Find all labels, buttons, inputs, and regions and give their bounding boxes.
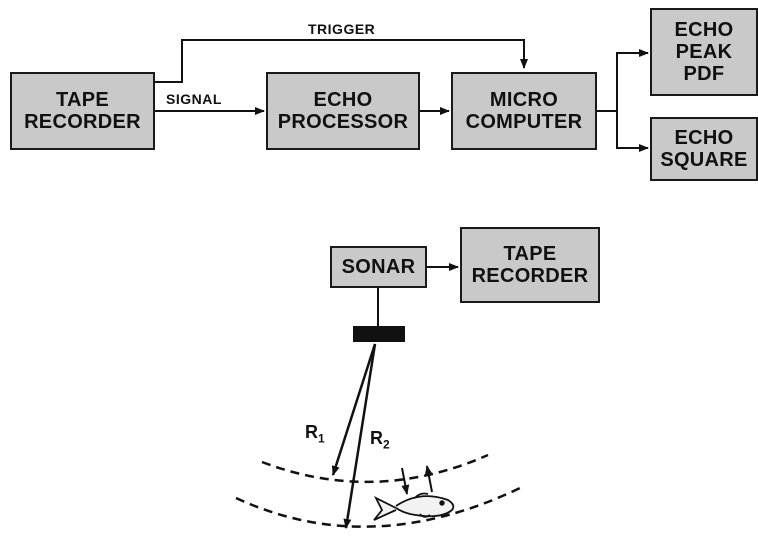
trigger-label: TRIGGER [308, 21, 375, 37]
echo-square-box: ECHO SQUARE [650, 117, 758, 181]
micro-computer-box: MICRO COMPUTER [451, 72, 597, 150]
r2-subscript: 2 [383, 438, 390, 452]
range-arc-1 [262, 455, 488, 482]
echo-peak-pdf-box: ECHO PEAK PDF [650, 8, 758, 96]
r2-label: R2 [370, 428, 390, 452]
sonar-box: SONAR [330, 246, 427, 288]
r2-letter: R [370, 428, 383, 448]
transducer [353, 326, 405, 342]
r1-letter: R [305, 422, 318, 442]
beam-r1 [333, 344, 375, 475]
computer-to-peak-arrow [597, 53, 648, 111]
computer-to-square-arrow [617, 111, 648, 148]
echo-processor-box: ECHO PROCESSOR [266, 72, 420, 150]
r1-subscript: 1 [318, 432, 325, 446]
r1-label: R1 [305, 422, 325, 446]
incident-arrow-icon [402, 468, 407, 494]
bottom-tape-recorder-box: TAPE RECORDER [460, 227, 600, 303]
range-arc-2 [236, 488, 520, 527]
tape-recorder-box: TAPE RECORDER [10, 72, 155, 150]
signal-label: SIGNAL [166, 91, 222, 107]
reflected-arrow-icon [427, 466, 432, 492]
